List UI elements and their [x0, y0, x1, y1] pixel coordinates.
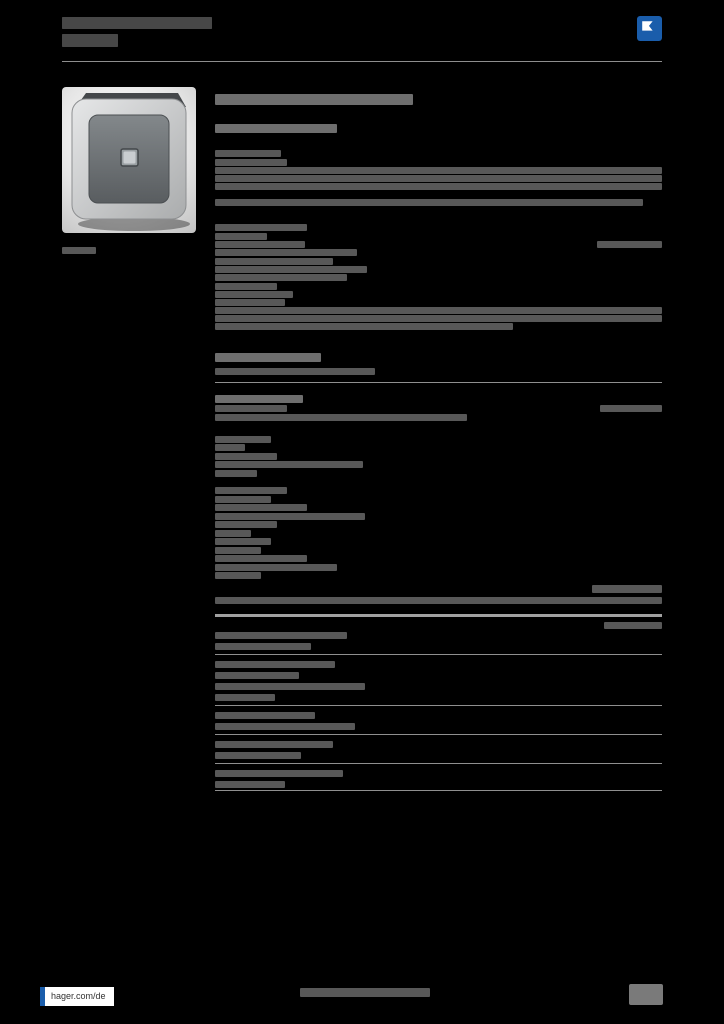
- divider-line: [215, 790, 662, 791]
- hager-logo: [637, 16, 662, 41]
- redacted-text: [215, 368, 375, 375]
- divider-line: [215, 614, 662, 617]
- redacted-text: [215, 167, 662, 174]
- redacted-text: [215, 453, 277, 460]
- header-divider: [62, 61, 662, 62]
- redacted-text: [215, 461, 363, 468]
- redacted-text: [215, 266, 367, 273]
- redacted-text: [215, 564, 337, 571]
- redacted-text: [215, 470, 257, 477]
- redacted-text: [215, 150, 281, 157]
- switch-indicator-lens: [123, 151, 136, 164]
- redacted-text: [215, 307, 662, 314]
- redacted-text: [215, 712, 315, 719]
- redacted-text: [215, 241, 305, 248]
- redacted-text: [600, 405, 662, 412]
- redacted-text: [215, 487, 287, 494]
- redacted-text: [215, 555, 307, 562]
- footer-website-box: hager.com/de: [40, 987, 114, 1006]
- redacted-text: [62, 247, 96, 254]
- redacted-text: [215, 752, 301, 759]
- redacted-text: [215, 572, 261, 579]
- redacted-text: [215, 770, 343, 777]
- redacted-text: [215, 405, 287, 412]
- redacted-text: [62, 17, 212, 29]
- redacted-text: [215, 323, 513, 330]
- divider-line: [215, 654, 662, 655]
- redacted-text: [215, 661, 335, 668]
- redacted-text: [215, 395, 303, 403]
- redacted-text: [629, 984, 663, 1005]
- redacted-text: [215, 233, 267, 240]
- redacted-text: [300, 988, 430, 997]
- redacted-text: [215, 781, 285, 788]
- redacted-text: [215, 291, 293, 298]
- redacted-text: [592, 585, 662, 593]
- redacted-text: [215, 175, 662, 182]
- redacted-text: [215, 538, 271, 545]
- redacted-text: [215, 504, 307, 511]
- redacted-text: [215, 513, 365, 520]
- redacted-text: [215, 183, 662, 190]
- redacted-text: [215, 436, 271, 443]
- redacted-text: [215, 124, 337, 133]
- redacted-text: [215, 643, 311, 650]
- redacted-text: [215, 224, 307, 231]
- redacted-text: [597, 241, 662, 248]
- redacted-text: [215, 199, 643, 206]
- footer-website-link[interactable]: hager.com/de: [45, 987, 114, 1006]
- redacted-text: [215, 283, 277, 290]
- redacted-text: [215, 521, 277, 528]
- redacted-text: [215, 353, 321, 362]
- product-shadow: [78, 217, 190, 231]
- divider-line: [215, 734, 662, 735]
- redacted-text: [215, 249, 357, 256]
- redacted-text: [215, 632, 347, 639]
- redacted-text: [215, 597, 662, 604]
- product-image: [62, 87, 196, 233]
- redacted-text: [215, 672, 299, 679]
- redacted-text: [215, 723, 355, 730]
- footer-accent-bar: [40, 987, 45, 1006]
- redacted-text: [215, 547, 261, 554]
- redacted-text: [215, 414, 467, 421]
- divider-line: [215, 763, 662, 764]
- redacted-text: [215, 159, 287, 166]
- redacted-text: [604, 622, 662, 629]
- redacted-text: [62, 34, 118, 47]
- redacted-text: [215, 683, 365, 690]
- redacted-text: [215, 94, 413, 105]
- redacted-text: [215, 530, 251, 537]
- redacted-text: [215, 258, 333, 265]
- redacted-text: [215, 315, 662, 322]
- divider-line: [215, 382, 662, 383]
- redacted-text: [215, 694, 275, 701]
- redacted-text: [215, 274, 347, 281]
- redacted-text: [215, 299, 285, 306]
- redacted-text: [215, 741, 333, 748]
- redacted-text: [215, 496, 271, 503]
- redacted-text: [215, 444, 245, 451]
- divider-line: [215, 705, 662, 706]
